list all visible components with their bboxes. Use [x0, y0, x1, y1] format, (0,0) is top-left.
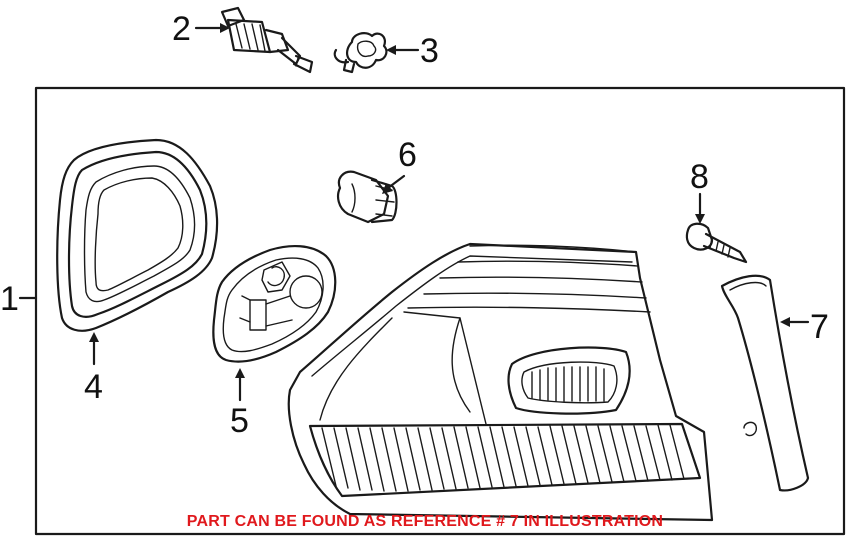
callout-3: 3: [420, 32, 439, 70]
callout-7: 7: [810, 308, 829, 346]
leader-lines: [18, 23, 810, 402]
callout-8: 8: [690, 158, 709, 196]
callout-6: 6: [398, 136, 417, 174]
part-2-socket: [220, 6, 314, 74]
part-8-screw: [685, 222, 748, 264]
callout-5: 5: [230, 402, 249, 440]
part-5-bulb-holder: [212, 244, 337, 363]
callout-4: 4: [84, 368, 103, 406]
part-3-clip: [333, 32, 388, 74]
part-6-bulb: [337, 170, 398, 224]
callout-1: 1: [0, 280, 19, 318]
callout-2: 2: [172, 10, 191, 48]
part-4-gasket: [56, 138, 219, 332]
reference-note: PART CAN BE FOUND AS REFERENCE # 7 IN IL…: [187, 513, 663, 530]
part-7-side-lens: [720, 274, 810, 492]
assembly-frame: [34, 86, 846, 536]
tail-lamp-housing: [287, 242, 714, 522]
